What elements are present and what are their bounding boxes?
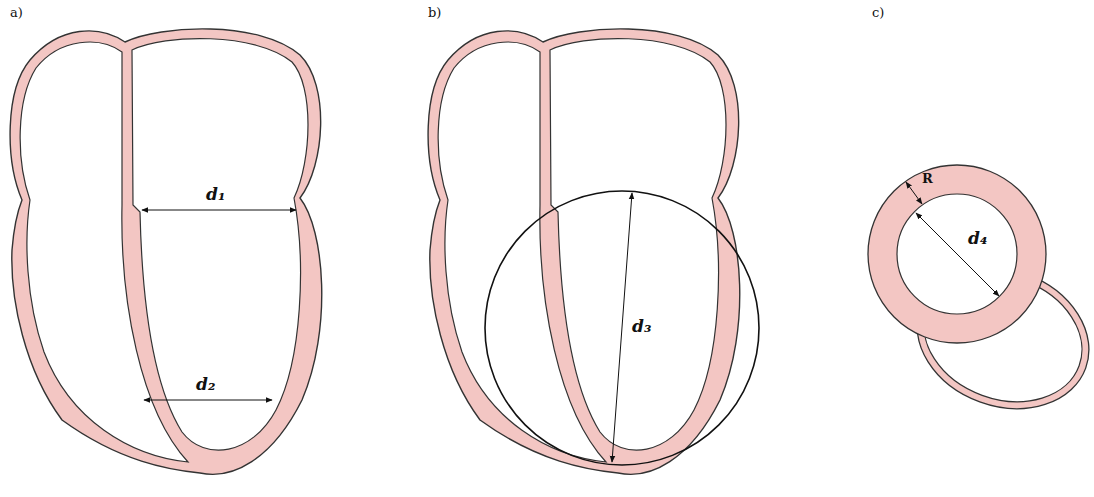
dimension-label: d₃ [632, 318, 651, 335]
panel-letter: b) [428, 6, 441, 19]
fit-circle [485, 191, 759, 465]
dimension-arrow [144, 400, 272, 401]
dimension-label: R [922, 172, 933, 185]
dimension-arrow [916, 213, 999, 296]
heart-b [428, 29, 740, 474]
dimension-arrow [142, 210, 296, 211]
panel-letter: a) [10, 6, 23, 19]
dimension-label: d₂ [196, 376, 215, 393]
dimension-label: d₁ [206, 186, 225, 203]
panel-letter: c) [872, 6, 884, 19]
dimension-label: d₄ [968, 230, 987, 247]
dimension-arrow [612, 193, 632, 462]
cross-section [868, 165, 1094, 432]
heart-a [10, 29, 322, 474]
dimension-arrow [906, 182, 922, 204]
